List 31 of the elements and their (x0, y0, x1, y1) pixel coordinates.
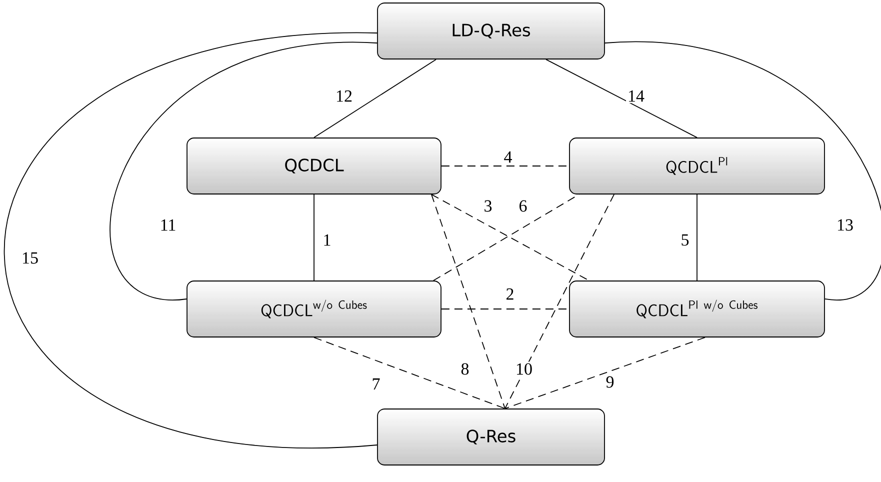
edge-label: 8 (459, 362, 471, 376)
connector-line (431, 194, 506, 409)
process-box: LD-Q-Res (377, 2, 605, 60)
edge-label: 3 (482, 198, 494, 214)
edge-label: 10 (514, 362, 534, 376)
edge-label: 14 (626, 88, 646, 104)
process-box: QCDCL (186, 138, 442, 194)
process-box: Q-Res (377, 408, 605, 466)
edge-label: 13 (835, 218, 855, 232)
connector-line (504, 337, 706, 409)
connector-line (546, 59, 698, 138)
edge-label: 15 (20, 250, 40, 266)
process-box: $\mathsf{QCDCL}^{\mathsf{w/o\ Cubes}}$ (186, 280, 442, 338)
edge-label: 9 (604, 374, 616, 390)
connector-line (110, 42, 378, 300)
connector-line (441, 308, 570, 310)
edge-label: 7 (370, 376, 382, 392)
process-box: $\mathsf{QCDCL}^{\mathsf{Pl}}$ (569, 138, 825, 194)
edge-label: 5 (679, 232, 691, 248)
edge-label: 2 (504, 286, 516, 302)
connector-line (696, 194, 698, 281)
edge-label: 12 (334, 88, 354, 104)
connector-line (604, 42, 881, 300)
edge-label: 6 (517, 198, 529, 214)
edge-label: 1 (321, 232, 333, 248)
process-box: $\mathsf{QCDCL}^{\mathsf{Pl\ w/o\ Cubes}}$ (569, 280, 825, 338)
edge-label: 11 (158, 218, 178, 232)
connector-line (314, 59, 436, 138)
edge-label: 4 (502, 150, 514, 164)
connector-line (314, 337, 506, 409)
connector-line (504, 194, 614, 409)
